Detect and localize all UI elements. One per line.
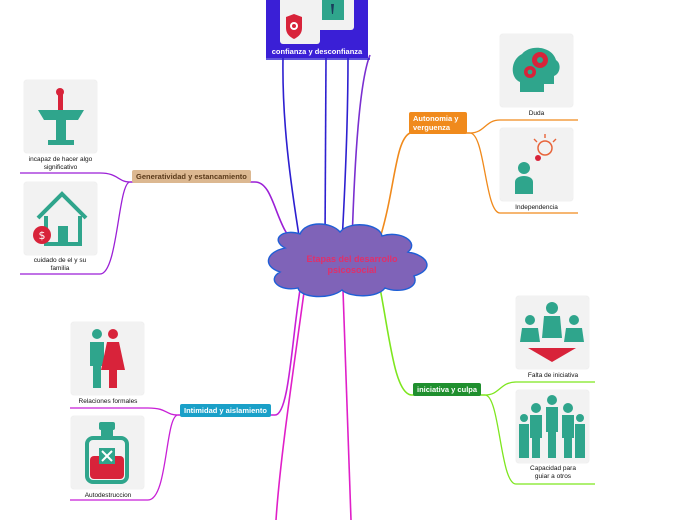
branch-label-confianza: confianza y desconfianza bbox=[271, 47, 363, 56]
couple-icon bbox=[71, 322, 144, 395]
person-tie-icon bbox=[310, 0, 354, 30]
branch-label-iniciativa[interactable]: iniciativa y culpa bbox=[413, 383, 482, 396]
central-topic[interactable]: Etapas del desarrollo psicosocial bbox=[306, 254, 398, 275]
idea-person-icon bbox=[500, 128, 573, 201]
brain-gears-icon bbox=[500, 34, 573, 107]
branch-label-generatividad[interactable]: Generatividad y estancamiento bbox=[132, 170, 251, 183]
caption-falta-iniciativa: Falta de iniciativa bbox=[527, 372, 579, 379]
branch-label-autonomia[interactable]: Autonomia y verguenza bbox=[409, 112, 467, 134]
group-people-icon bbox=[516, 390, 589, 463]
caption-incapaz: incapaz de hacer algo significativo bbox=[28, 156, 93, 171]
caption-duda: Duda bbox=[528, 110, 545, 117]
branch-label-intimidad[interactable]: Intimidad y aislamiento bbox=[180, 404, 271, 417]
caption-independencia: Independencia bbox=[515, 204, 558, 211]
caption-cuidado: cuidado de el y su familia bbox=[33, 257, 87, 272]
central-cloud bbox=[267, 223, 428, 298]
caption-autodestruccion: Autodestruccion bbox=[84, 492, 132, 499]
caption-relaciones: Relaciones formales bbox=[78, 398, 138, 405]
house-money-icon: $ bbox=[24, 182, 97, 255]
team-down-arrow-icon bbox=[516, 296, 589, 369]
podium-icon bbox=[24, 80, 97, 153]
poison-bottle-icon bbox=[71, 416, 144, 489]
svg-text:$: $ bbox=[39, 229, 46, 242]
caption-capacidad: Capacidad para guiar a otros bbox=[530, 465, 576, 480]
branch-confianza[interactable]: confianza y desconfianza bbox=[266, 0, 368, 58]
